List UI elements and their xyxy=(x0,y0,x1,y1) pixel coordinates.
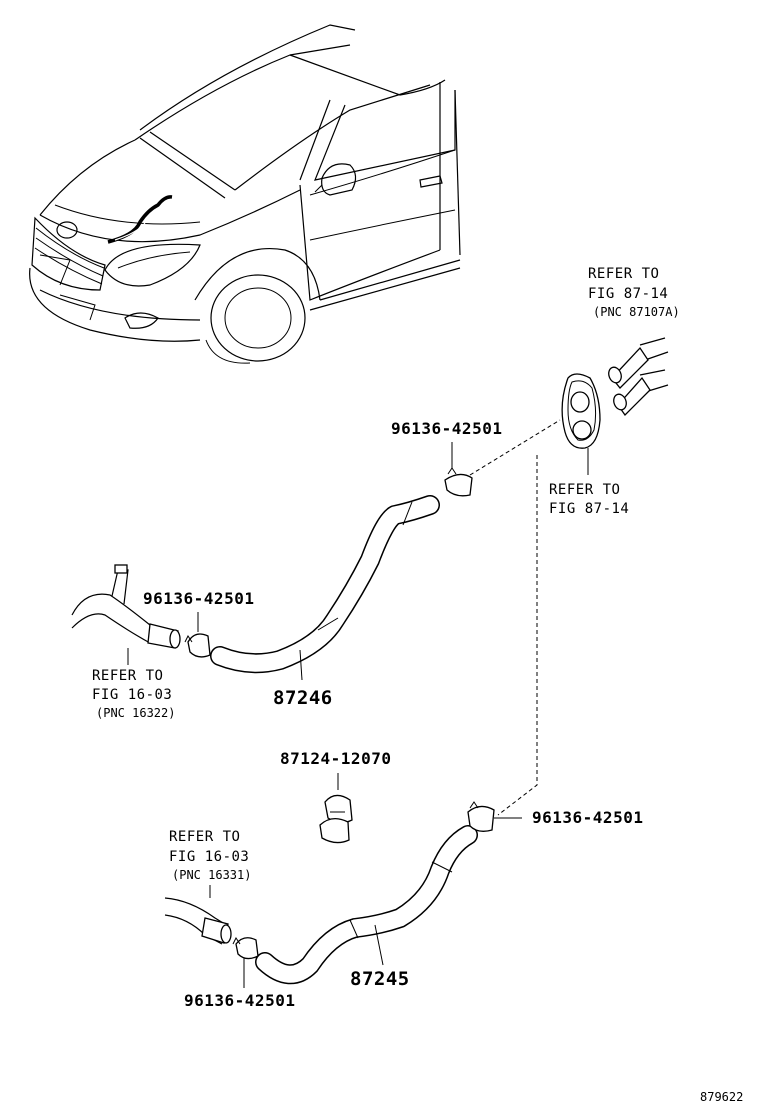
figure-id: 879622 xyxy=(700,1090,743,1104)
dash-leader-vertical xyxy=(497,455,538,816)
grommet-icon xyxy=(561,373,601,475)
label-clamp-top: 96136-42501 xyxy=(391,419,502,438)
label-hose-lower: 87245 xyxy=(350,968,410,990)
left-pipe-lower xyxy=(164,885,232,945)
ref-left-upper-line3: (PNC 16322) xyxy=(96,706,175,720)
ref-left-lower-line2: FIG 16-03 xyxy=(169,849,249,865)
ref-left-lower-line3: (PNC 16331) xyxy=(172,868,251,882)
clamp-bottom-icon xyxy=(232,937,259,988)
car-illustration xyxy=(29,24,461,364)
ref-left-upper-line2: FIG 16-03 xyxy=(92,687,172,703)
clamp-right-icon xyxy=(467,801,522,832)
ref-grommet-line2: FIG 87-14 xyxy=(549,501,629,517)
label-clamp-bottom: 96136-42501 xyxy=(184,991,295,1010)
label-hose-upper: 87246 xyxy=(273,687,333,709)
ref-top-right-line2: FIG 87-14 xyxy=(588,286,668,302)
clamp-set-icon xyxy=(319,773,353,844)
ref-left-upper-line1: REFER TO xyxy=(92,668,163,684)
clamp-left-upper-icon xyxy=(184,612,211,658)
left-pipe-upper xyxy=(71,564,181,665)
hose-87246 xyxy=(210,495,440,681)
ref-top-right-line1: REFER TO xyxy=(588,266,659,282)
label-clamp-right: 96136-42501 xyxy=(532,808,643,827)
label-clamp-set: 87124-12070 xyxy=(280,749,391,768)
clamp-top-icon xyxy=(444,442,473,497)
right-connectors xyxy=(608,337,669,417)
ref-grommet-line1: REFER TO xyxy=(549,482,620,498)
ref-top-right-line3: (PNC 87107A) xyxy=(593,305,680,319)
ref-left-lower-line1: REFER TO xyxy=(169,829,240,845)
label-clamp-left: 96136-42501 xyxy=(143,589,254,608)
hose-87245 xyxy=(255,825,478,985)
dash-leader-top xyxy=(469,419,561,476)
